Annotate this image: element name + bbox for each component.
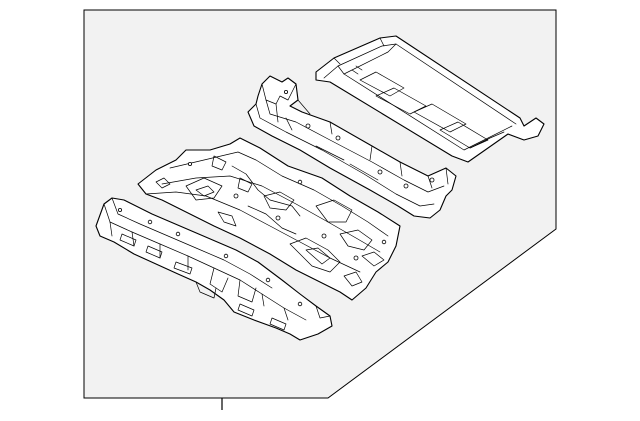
center-floor-pan	[137, 137, 401, 301]
rear-seat-crossmember	[247, 75, 457, 219]
rear-floor-crossmember-panel	[315, 35, 545, 163]
front-floor-side-rail-assembly	[95, 197, 333, 341]
